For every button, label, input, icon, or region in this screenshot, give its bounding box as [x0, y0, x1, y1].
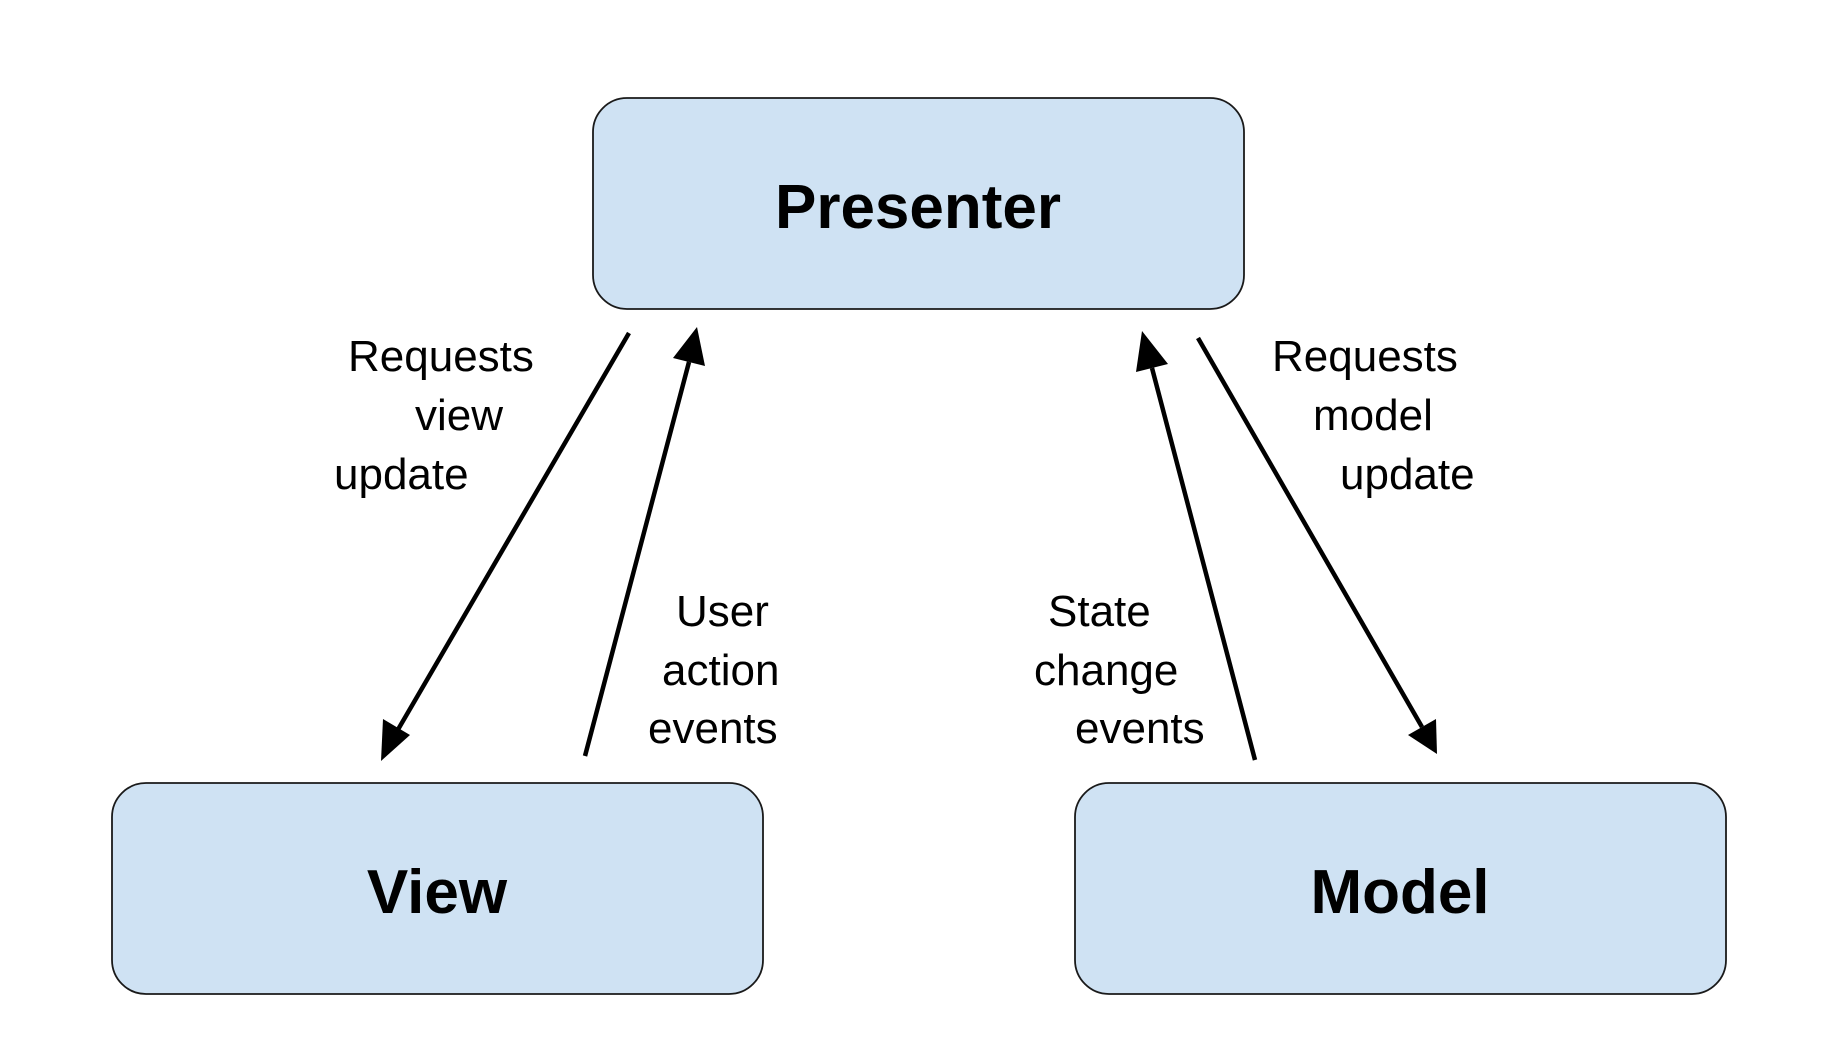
- edge-label-line: update: [334, 450, 469, 499]
- edge-label-line: Requests: [1272, 332, 1458, 381]
- edge-model-to-presenter-line: [1149, 367, 1258, 761]
- edge-label-line: model: [1313, 391, 1433, 440]
- edge-label-line: change: [1034, 646, 1178, 695]
- edge-label-line: action: [662, 646, 779, 695]
- presenter-label: Presenter: [775, 173, 1061, 242]
- edge-view-to-presenter-line: [582, 361, 692, 757]
- arrow-head-icon: [1136, 331, 1168, 372]
- edge-label-requests-view-update: Requests view update: [334, 332, 546, 499]
- arrow-head-icon: [1408, 719, 1437, 754]
- edge-label-line: events: [1075, 704, 1205, 753]
- edge-model-to-presenter: State change events: [1034, 331, 1258, 761]
- edge-label-line: State: [1048, 587, 1151, 636]
- edge-label-state-change-events: State change events: [1034, 587, 1205, 753]
- model-box: [1074, 782, 1727, 995]
- edge-label-user-action-events: User action events: [648, 587, 792, 753]
- edge-presenter-to-model: Requests model update: [1196, 332, 1475, 754]
- edge-presenter-to-view: Requests view update: [334, 331, 631, 761]
- arrow-head-icon: [673, 327, 705, 366]
- edge-presenter-to-view-line: [394, 331, 631, 735]
- edge-label-line: events: [648, 704, 778, 753]
- model-label: Model: [1310, 858, 1489, 927]
- edge-presenter-to-model-line: [1196, 336, 1424, 729]
- edge-label-line: update: [1340, 450, 1475, 499]
- view-node[interactable]: View: [111, 782, 764, 995]
- edge-view-to-presenter: User action events: [582, 327, 792, 757]
- presenter-box: [592, 97, 1245, 310]
- view-box: [111, 782, 764, 995]
- edge-label-line: view: [415, 391, 503, 440]
- view-label: View: [367, 858, 508, 927]
- arrow-head-icon: [381, 719, 410, 761]
- edge-label-requests-model-update: Requests model update: [1272, 332, 1475, 499]
- model-node[interactable]: Model: [1074, 782, 1727, 995]
- edge-label-line: User: [676, 587, 769, 636]
- edge-label-line: Requests: [348, 332, 534, 381]
- presenter-node[interactable]: Presenter: [592, 97, 1245, 310]
